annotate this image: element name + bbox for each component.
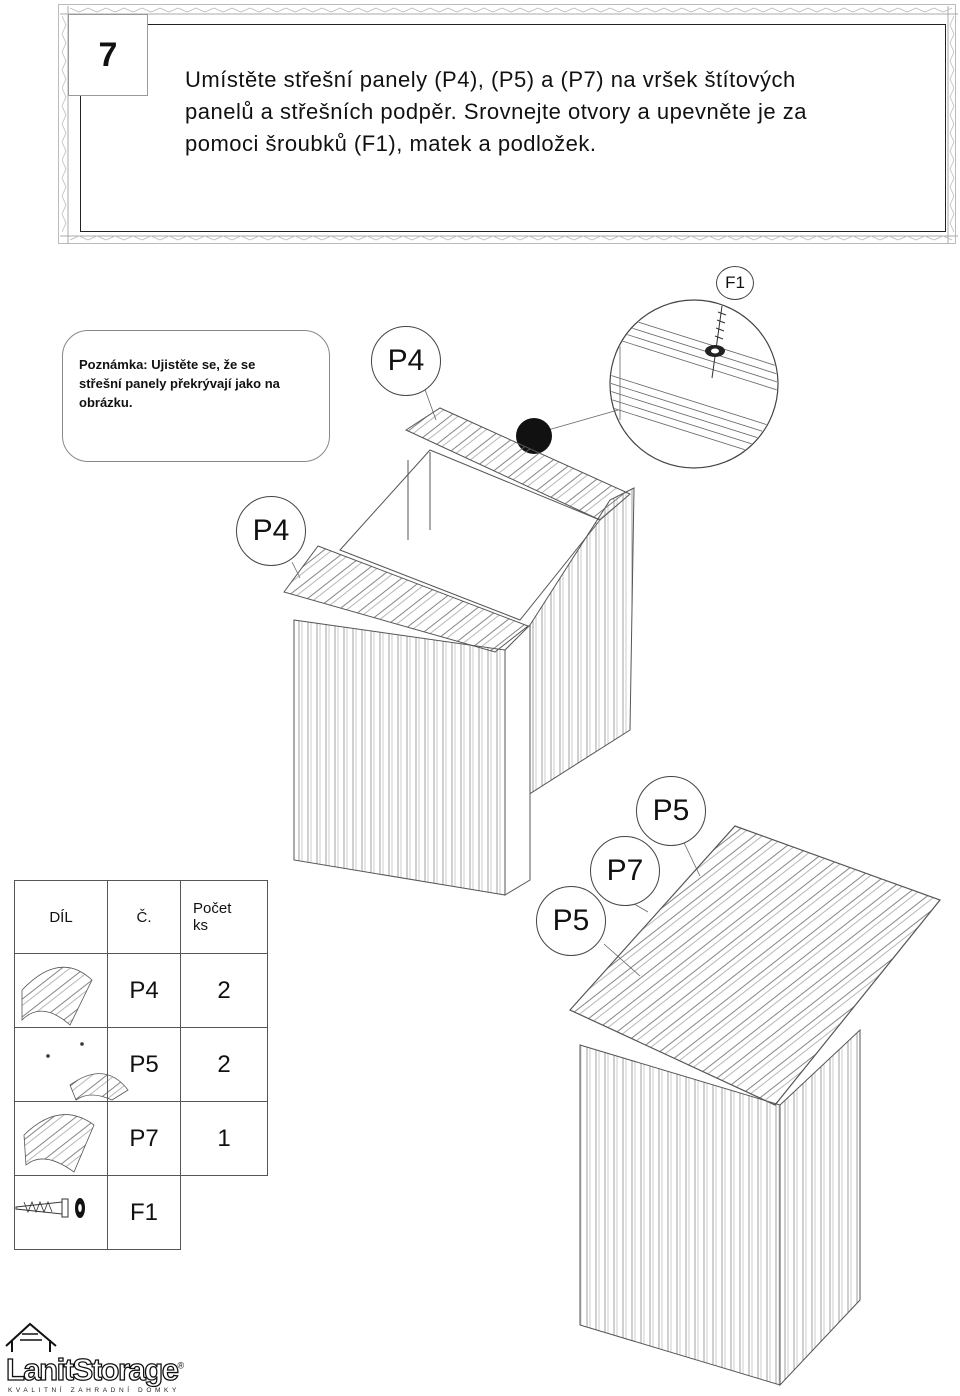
table-row: P4 2 [14, 953, 268, 1028]
part-code: P7 [107, 1101, 181, 1176]
part-code: F1 [107, 1175, 181, 1250]
instruction-text: Umístěte střešní panely (P4), (P5) a (P7… [185, 64, 925, 160]
callout-p5-left: P5 [536, 886, 606, 956]
completed-shed-roof [569, 825, 941, 1106]
brand-name: LanitStorage® [5, 1351, 184, 1387]
brand-tagline: KVALITNÍ ZAHRADNÍ DOMKY [8, 1387, 180, 1394]
header-frame [58, 4, 956, 244]
note-line: střešní panely překrývají jako na [79, 376, 280, 391]
instruction-line: panelů a střešních podpěr. Srovnejte otv… [185, 99, 807, 124]
callout-p7: P7 [590, 836, 660, 906]
table-row: P5 2 [14, 1027, 268, 1102]
part-code: P4 [107, 953, 181, 1028]
instruction-line: pomoci šroubků (F1), matek a podložek. [185, 131, 597, 156]
part-code: P5 [107, 1027, 181, 1102]
side-wall-panel [519, 487, 635, 801]
header-number: Č. [107, 880, 181, 954]
part-count: 2 [180, 1027, 268, 1102]
part-image-cell [14, 1175, 108, 1250]
roof-panel-p4-front [283, 545, 530, 653]
note-line: Poznámka: Ujistěte se, že se [79, 357, 256, 372]
part-image-cell [14, 953, 108, 1028]
detail-marker [516, 418, 552, 454]
part-count: 2 [180, 953, 268, 1028]
callout-p5-right: P5 [636, 776, 706, 846]
completed-shed-side [779, 1028, 861, 1387]
parts-table: DÍL Č. Počet ks P4 2 P5 2 P7 1 F1 [14, 880, 268, 1250]
note-line: obrázku. [79, 395, 133, 410]
callout-f1: F1 [716, 266, 754, 300]
part-image-cell [14, 1027, 108, 1102]
part-count [181, 1176, 268, 1250]
roof-panel-p4-back [404, 407, 631, 521]
completed-shed-front [579, 1044, 781, 1386]
header-decorative-border [60, 6, 958, 244]
header-part: DÍL [14, 880, 108, 954]
front-wall-panel [293, 619, 506, 896]
brand-logo-icon [5, 1322, 57, 1352]
part-count: 1 [180, 1101, 268, 1176]
header-inner-frame [80, 24, 946, 232]
parts-table-header: DÍL Č. Počet ks [14, 880, 268, 954]
callout-p4-left: P4 [236, 496, 306, 566]
header-count: Počet ks [180, 880, 268, 954]
detail-zoom-circle [609, 299, 779, 469]
screw-icon [705, 305, 727, 379]
table-row: P7 1 [14, 1101, 268, 1176]
instruction-line: Umístěte střešní panely (P4), (P5) a (P7… [185, 67, 796, 92]
step-number: 7 [68, 14, 148, 96]
callout-p4-top: P4 [371, 326, 441, 396]
table-row: F1 [14, 1175, 268, 1250]
note-box: Poznámka: Ujistěte se, že se střešní pan… [62, 330, 330, 462]
part-image-cell [14, 1101, 108, 1176]
